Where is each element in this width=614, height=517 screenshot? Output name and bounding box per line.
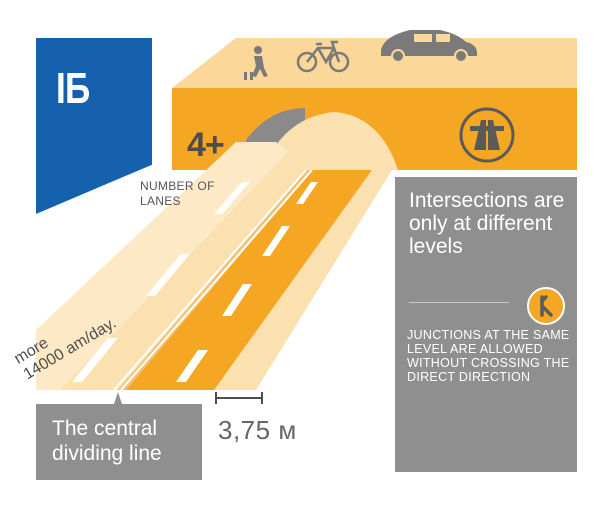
lanes-count: 4+	[187, 126, 225, 164]
pedestrian-icon	[244, 46, 268, 80]
tunnel-opening	[262, 112, 398, 170]
info-divider	[409, 302, 509, 303]
divider-label-box: The central dividing line	[36, 404, 202, 480]
central-dividing-line	[113, 169, 313, 391]
junction-note: JUNCTIONS AT THE SAME LEVEL ARE ALLOWED …	[407, 328, 570, 384]
car-icon	[381, 30, 477, 63]
bridge-deck-top	[172, 38, 577, 88]
lane-dashes	[72, 182, 318, 382]
lanes-label: NUMBER OF LANES	[140, 179, 215, 208]
junction-icon	[527, 287, 565, 325]
road-left-lanes	[60, 150, 310, 390]
intersections-info-box: Intersections are only at different leve…	[395, 177, 577, 472]
bicycle-icon	[296, 40, 350, 73]
divider-pointer	[114, 392, 122, 404]
lane-width-value: 3,75 м	[218, 415, 297, 445]
road-right-lanes	[118, 170, 372, 390]
divider-label: The central dividing line	[52, 417, 162, 465]
lane-width-marker	[215, 392, 263, 404]
intersections-title: Intersections are only at different leve…	[409, 189, 565, 258]
road-right-shoulder	[214, 170, 392, 390]
highway-icon	[459, 107, 515, 163]
category-code: IБ	[56, 64, 90, 113]
